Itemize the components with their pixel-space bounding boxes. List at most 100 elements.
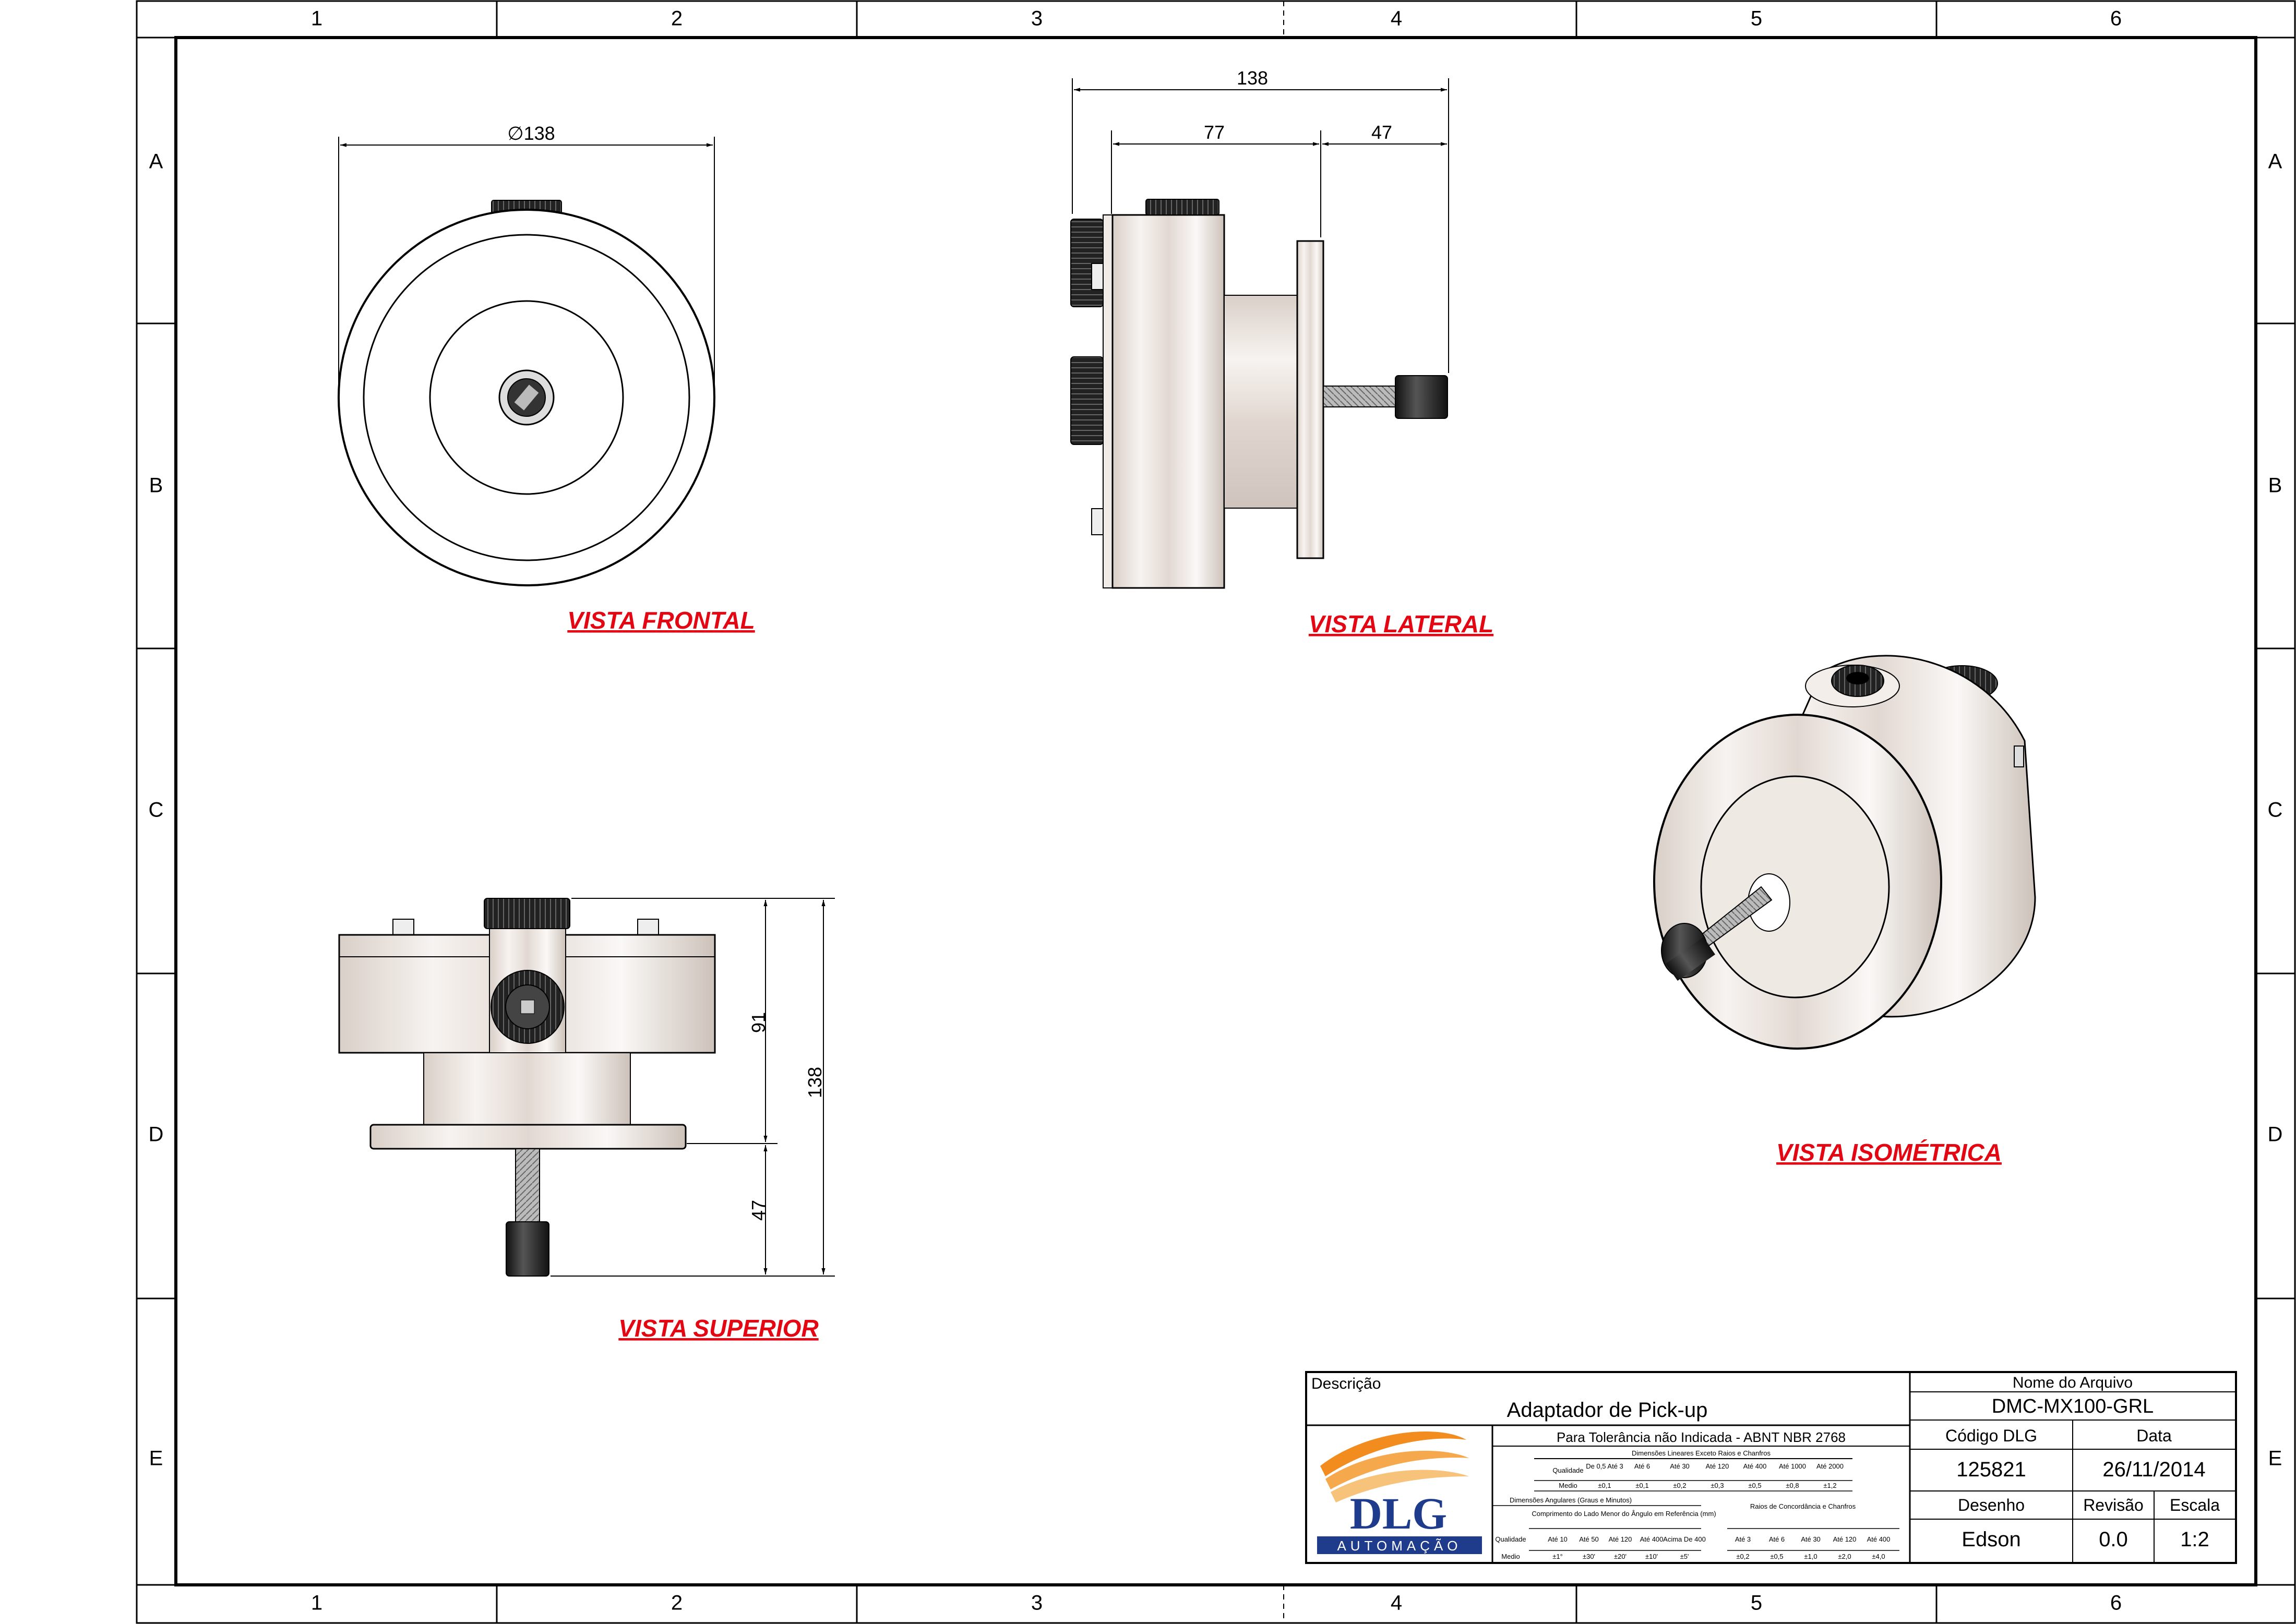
linear-value: ±0,3	[1711, 1482, 1724, 1489]
side-view: 138 77 47 VISTA LATERAL	[1070, 67, 1493, 637]
radius-header: Até 400	[1867, 1535, 1891, 1543]
zone-labels-bottom: 1 2 3 4 5 6	[311, 1592, 2122, 1615]
top-view-title: VISTA SUPERIOR	[618, 1315, 818, 1342]
zone-row-e-right: E	[2268, 1447, 2282, 1470]
zone-col-3-bottom: 3	[1031, 1592, 1043, 1615]
logo-text: DLG	[1350, 1488, 1447, 1538]
iso-view-title: VISTA ISOMÉTRICA	[1776, 1139, 2002, 1166]
angular-header: Até 400	[1640, 1535, 1664, 1543]
angular-quality-label: Qualidade	[1495, 1535, 1526, 1543]
radius-header: Até 3	[1735, 1535, 1751, 1543]
zone-labels-left: A B C D E	[149, 150, 164, 1470]
angular-header: Até 10	[1548, 1535, 1568, 1543]
angular-header: Até 50	[1579, 1535, 1599, 1543]
linear-value: ±0,1	[1598, 1482, 1611, 1489]
drawn-label: Desenho	[1958, 1496, 2025, 1514]
top-shaft-cap	[506, 1221, 549, 1277]
drawn-value: Edson	[1962, 1528, 2020, 1551]
linear-title: Dimensões Lineares Exceto Raios e Chanfr…	[1632, 1449, 1771, 1457]
radius-title: Raios de Concordância e Chanfros	[1750, 1502, 1856, 1510]
angular-value: ±10'	[1645, 1553, 1658, 1560]
linear-value: ±0,8	[1786, 1482, 1799, 1489]
side-view-title: VISTA LATERAL	[1309, 610, 1493, 637]
linear-header: Até 6	[1634, 1462, 1650, 1470]
zone-col-6-bottom: 6	[2110, 1592, 2122, 1615]
front-diameter-dim: ∅138	[507, 123, 555, 144]
zone-row-a-right: A	[2268, 150, 2282, 173]
revision-label: Revisão	[2083, 1496, 2144, 1514]
date-value: 26/11/2014	[2102, 1458, 2205, 1481]
radius-value: ±0,5	[1770, 1553, 1783, 1560]
angular-header: Até 120	[1609, 1535, 1632, 1543]
tolerance-table: Para Tolerância não Indicada - ABNT NBR …	[1492, 1429, 1910, 1560]
scale-label: Escala	[2170, 1496, 2220, 1514]
zone-col-1: 1	[311, 7, 322, 30]
linear-value: ±0,2	[1673, 1482, 1686, 1489]
radius-header: Até 6	[1769, 1535, 1785, 1543]
zone-col-2: 2	[671, 7, 683, 30]
angular-value: ±1°	[1552, 1553, 1563, 1560]
radius-value: ±2,0	[1838, 1553, 1851, 1560]
date-label: Data	[2136, 1426, 2172, 1445]
top-shaft-dim: 47	[748, 1200, 769, 1221]
tolerance-title: Para Tolerância não Indicada - ABNT NBR …	[1557, 1429, 1846, 1445]
radius-header: Até 30	[1801, 1535, 1821, 1543]
linear-header: Até 120	[1706, 1462, 1729, 1470]
side-knob-lower	[1070, 356, 1104, 445]
zone-col-3: 3	[1031, 7, 1043, 30]
zone-labels-top: 1 2 3 4 5 6	[311, 7, 2122, 30]
revision-value: 0.0	[2099, 1528, 2128, 1551]
linear-value: ±0,5	[1748, 1482, 1761, 1489]
zone-col-5-bottom: 5	[1751, 1592, 1762, 1615]
code-value: 125821	[1956, 1458, 2026, 1481]
top-body-dim: 91	[748, 1012, 769, 1033]
isometric-view: VISTA ISOMÉTRICA	[1653, 655, 2036, 1166]
radius-value: ±1,0	[1804, 1553, 1817, 1560]
logo-subtext: AUTOMAÇÃO	[1337, 1538, 1462, 1554]
zone-row-a: A	[149, 150, 163, 173]
angular-title: Dimensões Angulares (Graus e Minutos)	[1510, 1496, 1632, 1504]
zone-col-4: 4	[1391, 7, 1402, 30]
angular-header: Acima De 400	[1663, 1535, 1706, 1543]
radius-value: ±4,0	[1872, 1553, 1885, 1560]
radius-value: ±0,2	[1736, 1553, 1749, 1560]
angular-sub: Comprimento do Lado Menor do Ângulo em R…	[1532, 1510, 1716, 1518]
zone-row-e: E	[149, 1447, 163, 1470]
linear-header: Até 400	[1743, 1462, 1767, 1470]
description-value: Adaptador de Pick-up	[1507, 1399, 1708, 1422]
code-label: Código DLG	[1945, 1426, 2037, 1445]
front-view: ∅138 VISTA FRONTAL	[338, 123, 755, 634]
sheet-frame	[136, 0, 2296, 1624]
radius-header: Até 120	[1833, 1535, 1857, 1543]
zone-row-c: C	[149, 799, 164, 822]
title-block: Descrição Adaptador de Pick-up Nome do A…	[1305, 1371, 2237, 1564]
scale-value: 1:2	[2180, 1528, 2209, 1551]
side-total-dim: 138	[1237, 67, 1268, 89]
linear-value: ±1,2	[1823, 1482, 1836, 1489]
angular-value: ±5'	[1680, 1553, 1689, 1560]
linear-header: Até 30	[1670, 1462, 1690, 1470]
top-knob	[484, 898, 570, 929]
top-view: 91 47 138 VISTA SUPERIOR	[338, 898, 835, 1342]
description-label: Descrição	[1311, 1375, 1381, 1392]
file-name-value: DMC-MX100-GRL	[1992, 1396, 2154, 1417]
zone-row-c-right: C	[2268, 799, 2283, 822]
zone-row-d: D	[149, 1123, 164, 1146]
zone-col-4-bottom: 4	[1391, 1592, 1402, 1615]
front-view-title: VISTA FRONTAL	[567, 607, 755, 634]
zone-col-2-bottom: 2	[671, 1592, 683, 1615]
zone-col-6: 6	[2110, 7, 2122, 30]
linear-header: Até 2000	[1816, 1462, 1844, 1470]
zone-col-1-bottom: 1	[311, 1592, 322, 1615]
angular-value: ±30'	[1583, 1553, 1595, 1560]
top-total-dim: 138	[804, 1067, 826, 1098]
zone-row-b: B	[149, 474, 163, 497]
linear-quality-label: Qualidade	[1552, 1466, 1583, 1474]
angular-medio-label: Medio	[1501, 1553, 1520, 1560]
zone-labels-right: A B C D E	[2268, 150, 2283, 1470]
file-name-label: Nome do Arquivo	[2013, 1374, 2133, 1391]
linear-medio-label: Medio	[1559, 1482, 1577, 1489]
angular-value: ±20'	[1614, 1553, 1627, 1560]
linear-value: ±0,1	[1635, 1482, 1648, 1489]
zone-row-d-right: D	[2268, 1123, 2283, 1146]
